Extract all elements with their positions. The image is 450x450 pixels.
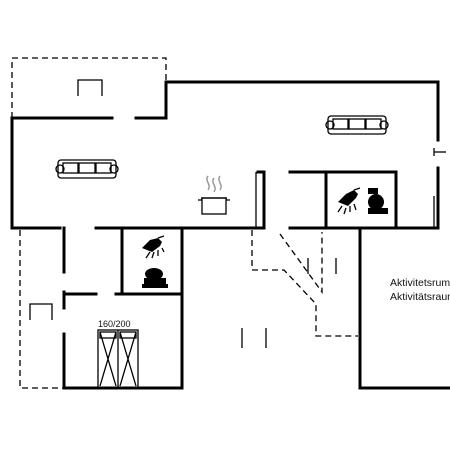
walls <box>10 80 450 390</box>
shower-icon <box>142 235 165 259</box>
railing-marks <box>241 258 337 348</box>
bed-size-label: 160/200 <box>98 319 131 329</box>
sofa-icon <box>325 115 389 135</box>
toilet-icon <box>142 268 168 288</box>
room-label-danish: Aktivitetsrum <box>390 277 450 289</box>
window-icon <box>77 79 103 96</box>
terrace-top-left <box>11 57 167 118</box>
stair-outline <box>251 230 358 337</box>
window-icon <box>29 303 53 320</box>
toilet-icon <box>368 188 388 214</box>
cooking-pot-icon <box>198 175 230 215</box>
terrace-bottom-left <box>19 230 181 389</box>
interior-lines <box>255 148 446 228</box>
shower-icon <box>337 187 361 215</box>
double-bed-icon <box>97 329 139 389</box>
sofa-icon <box>55 159 119 179</box>
room-label-german: Aktivitätsraum <box>390 291 450 303</box>
